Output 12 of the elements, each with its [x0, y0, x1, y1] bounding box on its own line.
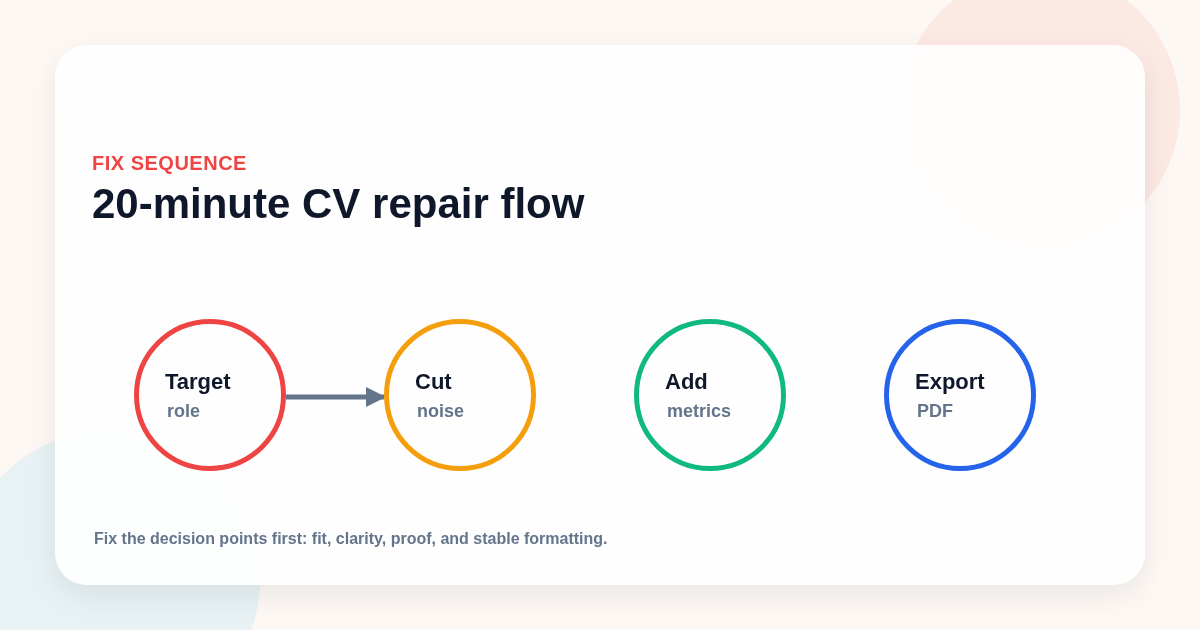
- step-title: Export: [915, 368, 986, 396]
- step-subtitle: metrics: [667, 399, 733, 422]
- step-title: Add: [665, 368, 709, 396]
- arrow: [286, 387, 386, 407]
- step-subtitle: noise: [417, 399, 465, 422]
- title: 20-minute CV repair flow: [92, 179, 585, 229]
- step-title: Cut: [415, 368, 453, 396]
- kicker-text: FIX SEQUENCE: [92, 151, 247, 176]
- step-subtitle: PDF: [917, 399, 954, 422]
- step-subtitle: role: [167, 399, 201, 422]
- step-title: Target: [165, 368, 232, 396]
- caption: Fix the decision points first: fit, clarity, proof, and stable formatting.: [94, 529, 608, 549]
